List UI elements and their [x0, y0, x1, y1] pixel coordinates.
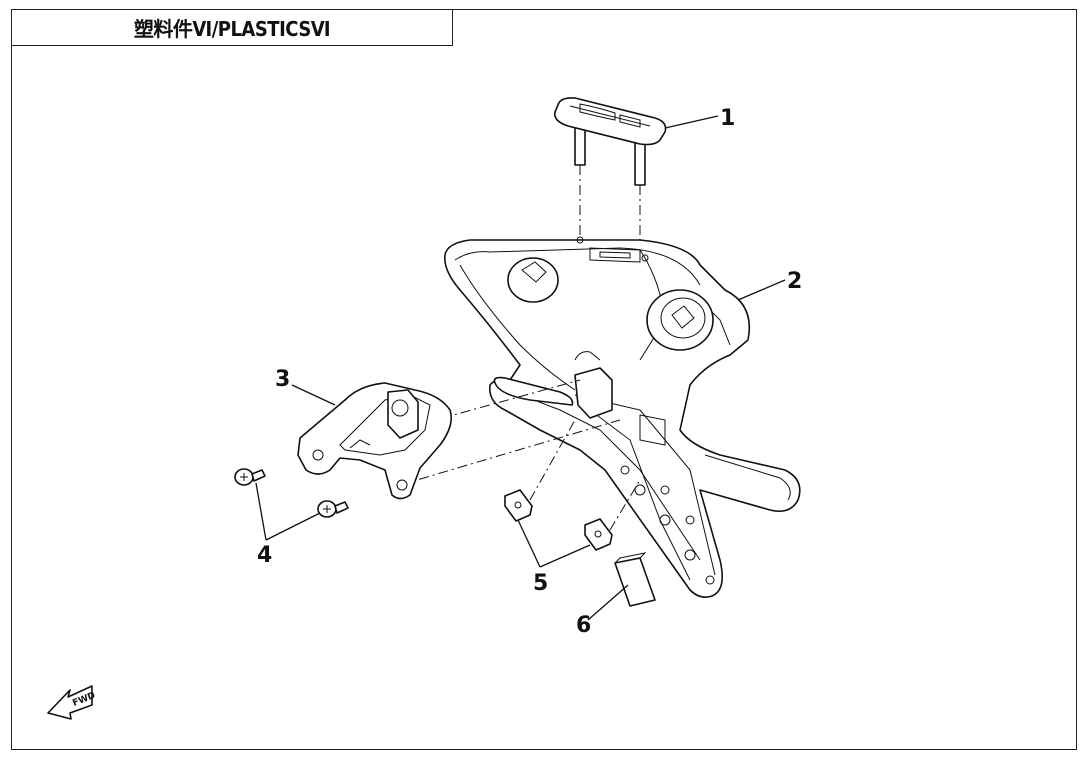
callout-3: 3 — [275, 367, 290, 392]
drawing-frame — [11, 9, 1077, 750]
part-5-clip-nuts — [504, 419, 641, 551]
leader-6 — [587, 584, 629, 621]
title-box: 塑料件Ⅵ/PLASTICSⅥ — [11, 9, 453, 46]
callout-6: 6 — [576, 613, 591, 638]
callout-2: 2 — [787, 269, 802, 294]
callout-4: 4 — [257, 543, 272, 568]
leader-3 — [291, 384, 336, 406]
leader-1 — [664, 115, 719, 129]
callout-1: 1 — [720, 106, 735, 131]
leader-2 — [737, 279, 786, 301]
leader-5b — [539, 544, 591, 568]
leader-4a — [255, 482, 267, 541]
leader-5a — [517, 519, 541, 568]
fwd-arrow-icon: FWD — [47, 685, 97, 720]
part-2-plate-bracket — [443, 236, 801, 598]
part-1-reflector — [553, 97, 667, 255]
page-title: 塑料件Ⅵ/PLASTICSⅥ — [133, 17, 331, 41]
part-4-screws — [234, 468, 349, 518]
callout-5: 5 — [533, 571, 548, 596]
part-3-lower-bracket — [297, 379, 621, 500]
leader-4b — [265, 512, 321, 541]
part-6-foam-pad — [614, 552, 656, 607]
